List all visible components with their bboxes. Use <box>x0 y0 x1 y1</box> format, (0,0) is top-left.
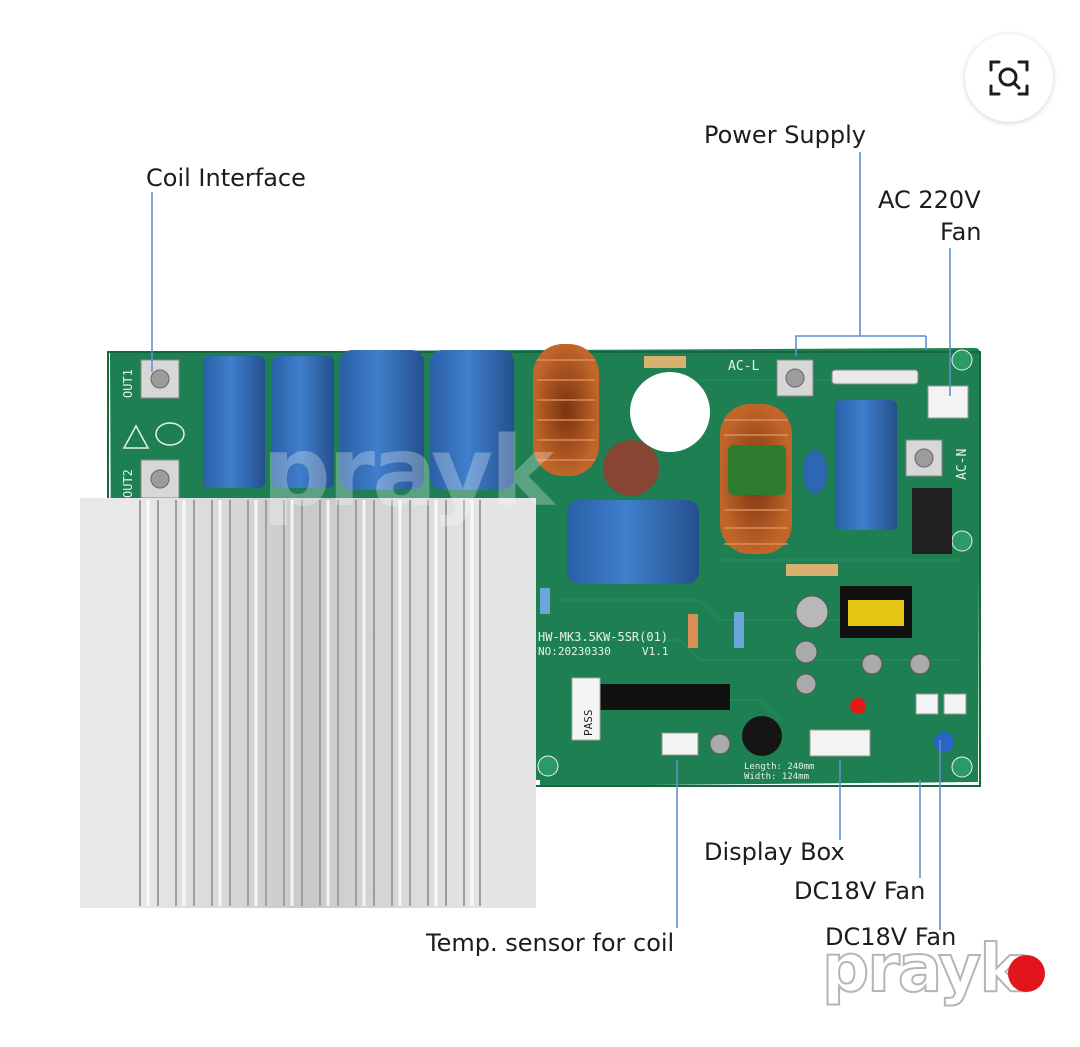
silk-serial: NO:20230330 <box>538 645 611 658</box>
label-display-box: Display Box <box>704 838 845 866</box>
heatsink <box>80 498 536 908</box>
power-terminals: AC-L AC-N <box>728 359 970 554</box>
board-watermark: prayk <box>262 416 554 528</box>
silk-width: Width: 124mm <box>744 772 809 782</box>
brand-watermark-dot <box>1008 955 1045 992</box>
filter-capacitors <box>203 350 897 584</box>
visual-search-button[interactable] <box>965 34 1053 122</box>
label-ac-fan: Fan <box>940 218 982 246</box>
leader-lines <box>151 152 951 930</box>
coil-terminals: OUT1 OUT2 <box>121 359 185 499</box>
transformer <box>840 586 912 638</box>
silk-out1: OUT1 <box>121 369 135 398</box>
silk-version: V1.1 <box>642 645 669 658</box>
brand-watermark: prayk <box>821 929 1024 1008</box>
label-temp-sensor: Temp. sensor for coil <box>426 929 675 957</box>
small-components: PASS HW-MK3.5KW-5SR(01) NO:20230330 V1.1… <box>538 356 967 782</box>
silk-ac-n: AC-N <box>955 449 970 480</box>
inductors <box>533 344 792 554</box>
board-watermark-dot <box>603 440 659 496</box>
silk-ac-l: AC-L <box>728 359 759 374</box>
silk-model: HW-MK3.5KW-5SR(01) <box>538 630 668 644</box>
visual-search-icon <box>989 60 1029 96</box>
label-dc18v-fan-1: DC18V Fan <box>794 877 926 905</box>
label-power-supply: Power Supply <box>704 121 866 149</box>
label-dc18v-fan-2: DC18V Fan <box>825 923 957 951</box>
silk-out2: OUT2 <box>121 469 135 498</box>
silk-pass: PASS <box>582 710 595 737</box>
label-coil-interface: Coil Interface <box>146 164 306 192</box>
leader-power-supply <box>795 152 861 356</box>
silk-length: Length: 240mm <box>744 762 814 772</box>
label-ac-220v: AC 220V <box>878 186 981 214</box>
